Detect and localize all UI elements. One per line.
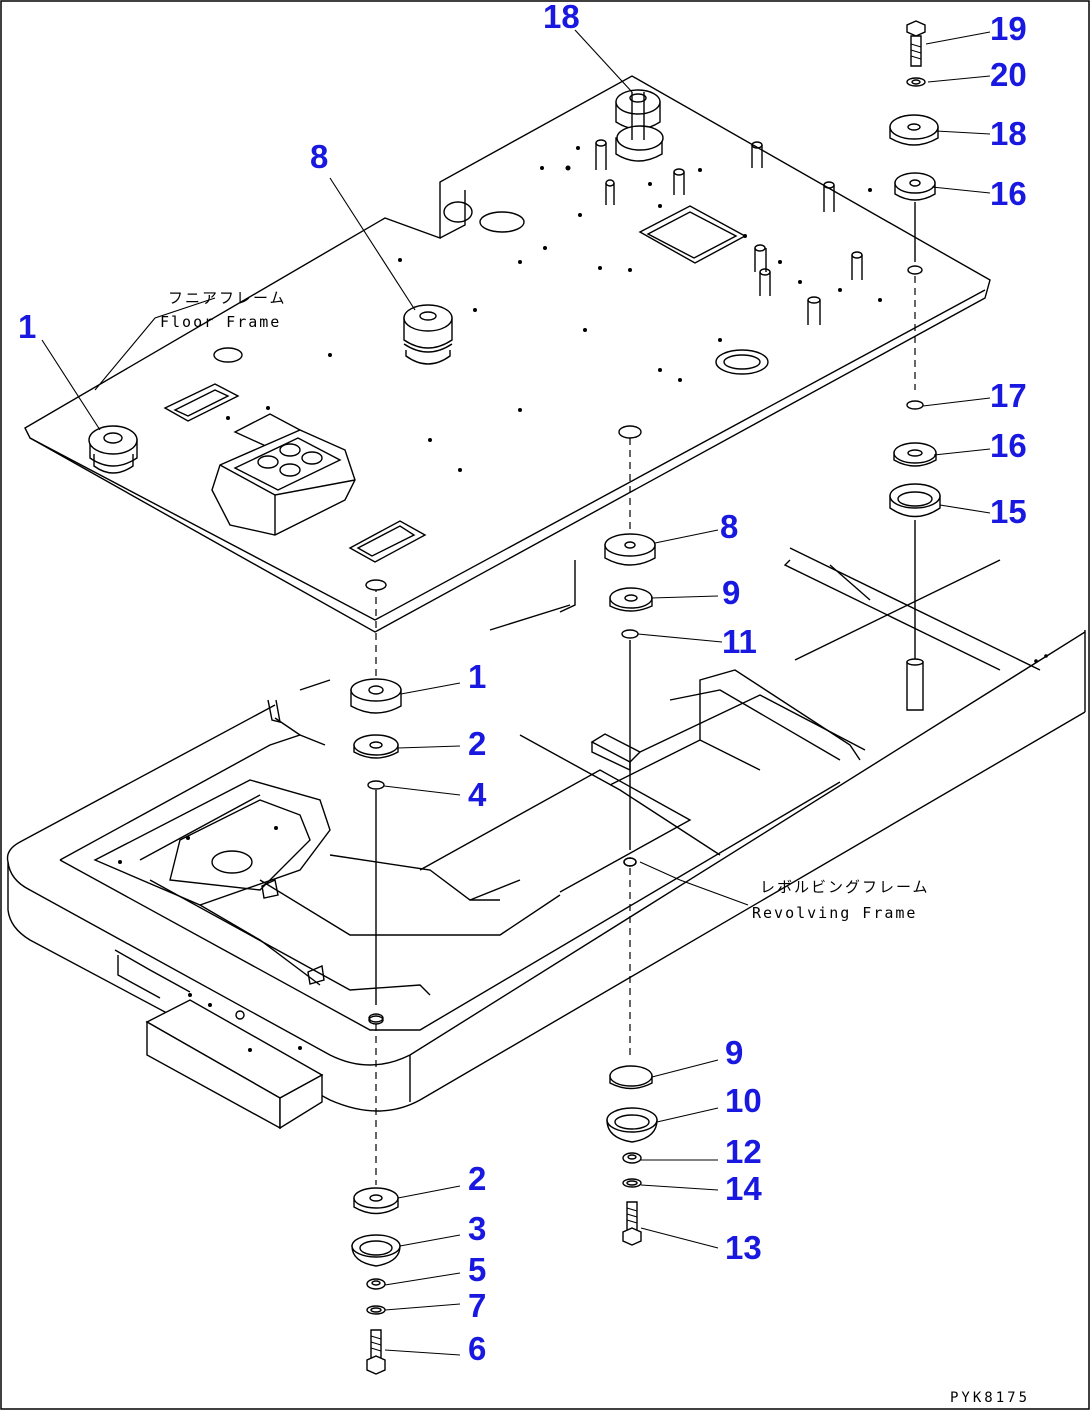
callout-16-right-top: 16 xyxy=(990,175,1027,212)
leader-lines xyxy=(41,29,991,1356)
callout-9-mid: 9 xyxy=(722,574,740,611)
callout-18-right: 18 xyxy=(990,115,1027,152)
mount-stack-left xyxy=(350,579,402,1375)
revolving-frame-label-jp: レボルビングフレーム xyxy=(760,878,930,896)
callout-16-right-mid: 16 xyxy=(990,427,1027,464)
callout-8-floor-mount: 8 xyxy=(310,138,328,175)
callout-2-left: 2 xyxy=(468,725,486,762)
frame-labels: フニアフレーム Floor Frame レボルビングフレーム Revolving… xyxy=(160,289,930,922)
callout-1-floor-mount: 1 xyxy=(18,308,36,345)
callout-3: 3 xyxy=(468,1210,486,1247)
callout-4: 4 xyxy=(468,776,487,813)
callout-13: 13 xyxy=(725,1229,762,1266)
revolving-frame xyxy=(6,547,1086,1130)
floor-frame-label-jp: フニアフレーム xyxy=(168,289,287,307)
callout-1-left: 1 xyxy=(468,658,486,695)
callout-18-floor-mount: 18 xyxy=(543,0,580,35)
callout-10: 10 xyxy=(725,1082,762,1119)
callout-11: 11 xyxy=(722,623,757,660)
floor-frame xyxy=(24,75,991,633)
callout-15: 15 xyxy=(990,493,1027,530)
callout-14: 14 xyxy=(725,1170,762,1207)
drawing-code: PYK8175 xyxy=(950,1390,1030,1406)
callout-8-mid: 8 xyxy=(720,508,738,545)
callout-2-low: 2 xyxy=(468,1160,486,1197)
floor-frame-label-en: Floor Frame xyxy=(160,313,281,331)
callout-20: 20 xyxy=(990,56,1027,93)
callout-9-low: 9 xyxy=(725,1034,743,1071)
callout-6: 6 xyxy=(468,1330,486,1367)
callout-5: 5 xyxy=(468,1251,486,1288)
mount-stack-right xyxy=(889,20,941,711)
callout-numbers: 1 8 18 19 20 18 16 17 16 15 8 9 11 1 2 4… xyxy=(18,0,1027,1367)
callout-17: 17 xyxy=(990,377,1027,414)
revolving-frame-label-en: Revolving Frame xyxy=(752,904,917,922)
callout-7: 7 xyxy=(468,1287,486,1324)
callout-12: 12 xyxy=(725,1133,762,1170)
mount-stack-middle xyxy=(604,425,658,1246)
callout-19: 19 xyxy=(990,10,1027,47)
